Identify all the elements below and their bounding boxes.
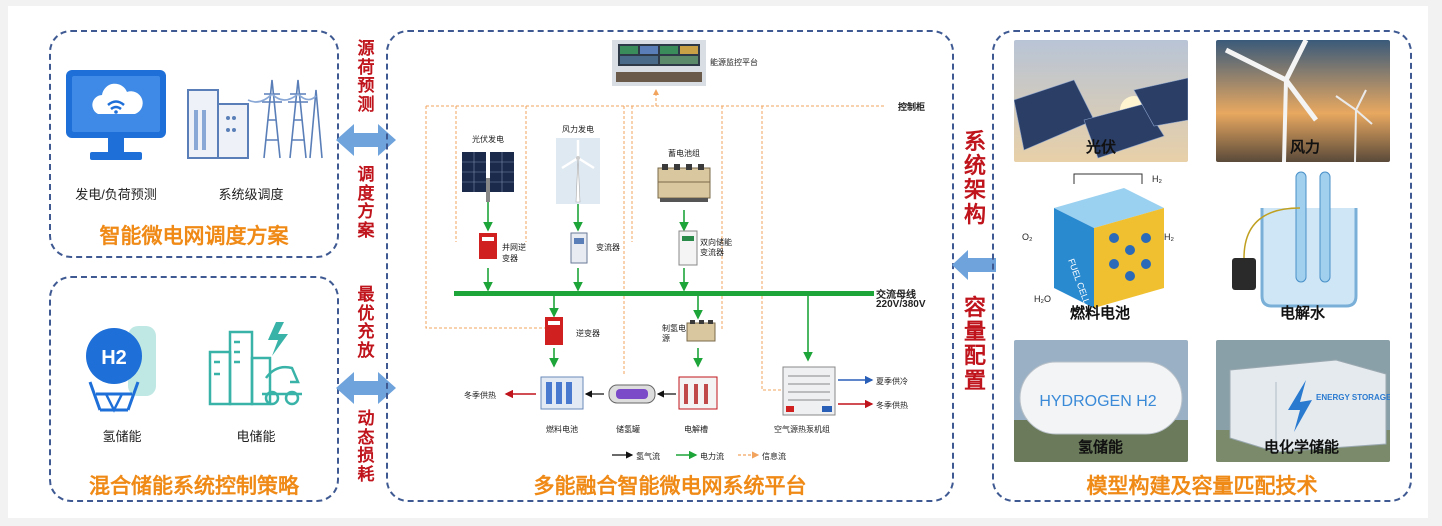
legend-info: 信息流 [762,452,786,461]
left-arrow-icon [952,250,996,280]
h2-tank-icon [608,384,656,404]
energy-storage-text: ENERGY STORAGE [1316,393,1390,402]
h2-storage-label: 氢储能 [102,429,142,444]
grid-inverter-label: 并网逆变器 [502,243,526,263]
svg-text:H₂: H₂ [1164,232,1174,242]
bidirectional-arrow-icon [336,124,396,156]
fuel-cell-diagram: FUEL CELL O₂ H₂ H₂ H₂O [1014,168,1188,328]
inverter-label: 逆变器 [576,329,600,338]
legend-power: 电力流 [700,452,724,461]
canvas [8,6,1428,518]
winter-heat-left: 冬季供热 [464,391,496,400]
battery-bank-label: 蓄电池组 [668,149,700,158]
bi-converter-label: 双向储能变流器 [700,238,732,257]
tile-label-fuelcell: 燃料电池 [1070,305,1131,322]
bi-converter-icon [678,230,698,266]
svg-text:O₂: O₂ [1022,232,1033,242]
system-architecture-text: 系统架构 [963,129,986,227]
dispatch-panel-title: 智能微电网调度方案 [99,225,289,248]
svg-text:H2: H2 [101,347,127,369]
h2-power-label: 制氢电源 [662,324,686,343]
fuel-cell-icon [540,376,584,410]
solar-panel-icon [462,152,514,202]
e-storage-label: 电储能 [236,429,276,444]
battery-bank-icon [657,164,711,202]
svg-text:H₂O: H₂O [1034,294,1051,304]
wind-photo [1216,40,1390,162]
inverter-icon [545,317,563,345]
tile-label-wind: 风力 [1290,139,1321,156]
dynamic-loss-text: 动态损耗 [357,409,375,485]
tile-label-electrolysis: 电解水 [1280,305,1326,322]
platform-panel [386,30,954,502]
ac-bus-voltage: 220V/380V [876,299,926,310]
winter-heat-right: 冬季供热 [876,401,908,410]
grid-inverter-icon [479,233,497,259]
dispatch-label: 系统级调度 [218,187,284,202]
source-load-forecast-text: 源荷预测 [357,39,375,115]
model-panel [992,30,1412,502]
h2-tank-label: 储氢罐 [616,425,640,434]
dispatch-panel [49,30,339,258]
converter-icon [570,232,588,264]
forecast-label: 发电/负荷预测 [75,187,157,202]
tile-label-echem: 电化学储能 [1264,439,1340,456]
svg-text:H₂: H₂ [1152,174,1162,184]
electrolyzer-label: 电解槽 [684,425,708,434]
h2-power-icon [686,320,716,342]
legend-h2: 氢气流 [636,452,660,461]
energy-storage-photo: ENERGY STORAGE [1216,340,1390,462]
electrolyzer-icon [678,376,718,410]
hydrogen-storage-icon: H2 [86,326,156,413]
electric-storage-icon [208,322,302,406]
fuel-cell-label: 燃料电池 [546,425,578,434]
ac-bus-label: 交流母线 [876,290,916,301]
cloud-monitor-icon [66,70,166,160]
monitor-platform-label: 能源监控平台 [710,58,758,67]
hydrogen-tank-photo: HYDROGEN H2 [1014,340,1188,462]
dispatch-scheme-text: 调度方案 [357,165,375,241]
electrolysis-diagram [1216,168,1390,328]
monitoring-center-image [612,40,706,86]
tile-label-h2storage: 氢储能 [1078,439,1124,456]
model-panel-title: 模型构建及容量匹配技术 [1086,475,1318,498]
solar-photo [1014,40,1188,162]
summer-cool-label: 夏季供冷 [876,377,908,386]
bidirectional-arrow-icon [336,372,396,404]
control-cabinet-label: 控制柜 [898,102,926,112]
heat-pump-icon [782,366,836,416]
optimal-charge-text: 最优充放 [357,285,375,361]
hybrid-storage-title: 混合储能系统控制策略 [89,475,299,498]
converter-label: 变流器 [596,243,620,252]
wind-turbine-icon [556,138,600,204]
platform-title: 多能融合智能微电网系统平台 [533,475,807,498]
pv-gen-label: 光伏发电 [472,135,504,144]
system-wiring [425,89,884,460]
grid-tower-icon [187,79,323,159]
wind-gen-label: 风力发电 [562,125,594,134]
tile-label-pv: 光伏 [1086,139,1117,156]
hydrogen-tank-text: HYDROGEN H2 [1039,393,1156,410]
heat-pump-label: 空气源热泵机组 [774,425,830,434]
capacity-config-text: 容量配置 [963,295,986,393]
